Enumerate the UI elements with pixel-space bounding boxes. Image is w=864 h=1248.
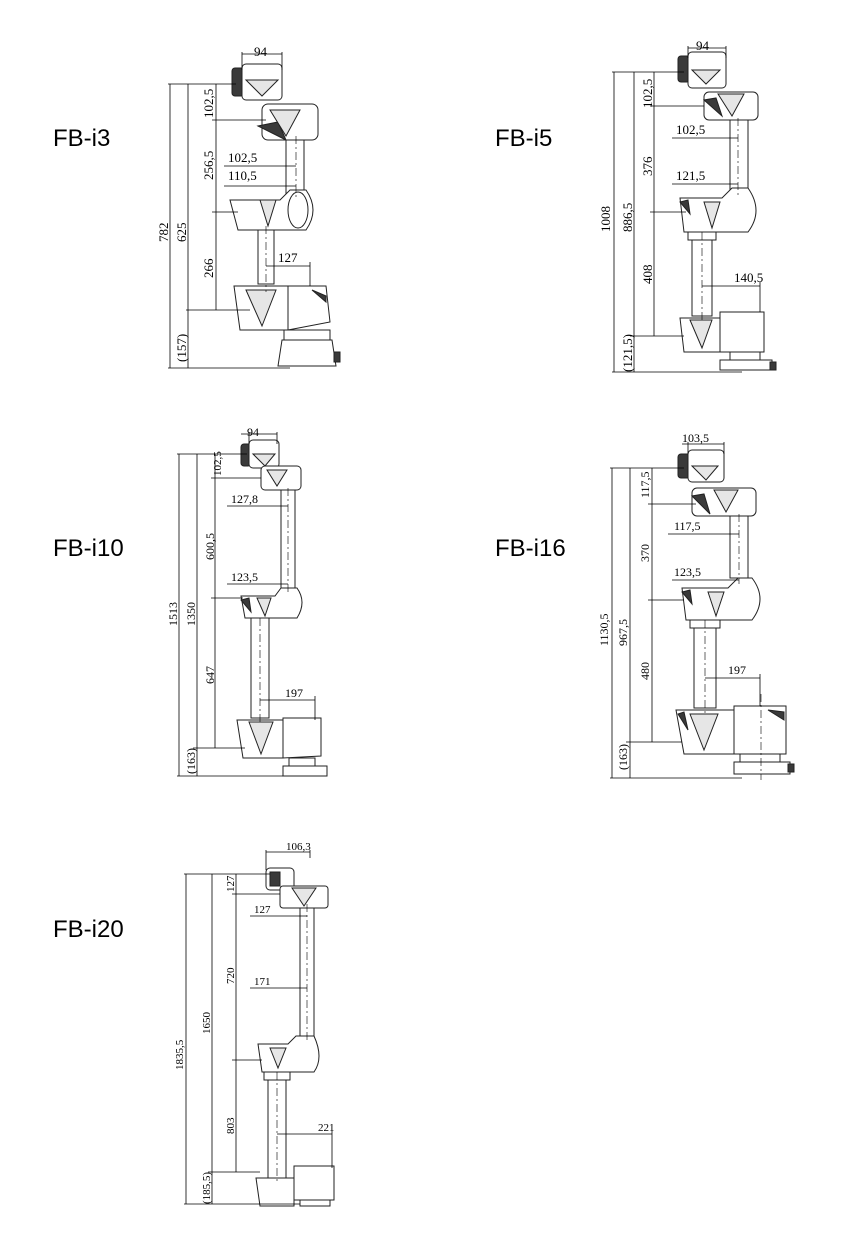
- robot-drawing-fb-i5: 94 102,5 102,5 376 121,5 886,5 1008 408 …: [598, 38, 777, 373]
- dim-base-offset: 221: [318, 1122, 335, 1134]
- dim-upper-arm: 256,5: [201, 151, 216, 180]
- dim-top-width: 94: [247, 425, 259, 439]
- dim-top-height: 117,5: [638, 471, 652, 498]
- dim-overall: 782: [156, 223, 171, 243]
- dim-upper-offset: 117,5: [674, 519, 701, 533]
- dim-upper-offset: 102,5: [676, 122, 705, 137]
- dim-top-width: 94: [696, 38, 710, 53]
- model-label-fb-i10: FB-i10: [53, 535, 124, 562]
- robot-arm-body: [677, 51, 777, 371]
- dim-base-height: (185,5): [201, 1172, 213, 1204]
- robot-drawing-fb-i10: 94 102,5 127,8 600,5 123,5 1513 1350 647…: [166, 425, 328, 777]
- robot-arm-body: [675, 449, 795, 775]
- robot-arm-body: [255, 867, 335, 1207]
- dim-upper-arm: 376: [640, 156, 655, 176]
- dim-lower-arm: 803: [225, 1117, 237, 1134]
- dim-lower-arm: 480: [638, 662, 652, 680]
- dim-inner-total: 967,5: [616, 619, 630, 646]
- dim-mid-offset: 121,5: [676, 168, 705, 183]
- dim-base-height: (157): [174, 334, 189, 362]
- dim-mid-offset: 171: [254, 976, 271, 988]
- dim-top-height: 127: [225, 875, 237, 892]
- dim-inner-total: 1650: [201, 1012, 213, 1035]
- dim-overall: 1008: [598, 206, 613, 232]
- model-label-fb-i20: FB-i20: [53, 916, 124, 943]
- robot-arm-body: [229, 63, 341, 367]
- dim-base-height: (163): [616, 744, 630, 770]
- dim-top-width: 106,3: [286, 841, 311, 853]
- dim-inner-total: 625: [174, 223, 189, 243]
- dim-mid-offset: 123,5: [231, 570, 258, 584]
- dim-overall: 1130,5: [597, 613, 611, 646]
- robot-arm-body: [236, 439, 328, 777]
- dim-base-offset: 140,5: [734, 270, 763, 285]
- dim-top-height: 102,5: [212, 451, 224, 476]
- dim-upper-arm: 600,5: [203, 533, 217, 560]
- dim-lower-arm: 266: [201, 258, 216, 278]
- dim-upper-arm: 720: [225, 967, 237, 984]
- dim-top-width: 103,5: [682, 431, 709, 445]
- dim-top-height: 102,5: [201, 89, 216, 118]
- dim-base-offset: 197: [728, 663, 746, 677]
- robot-drawing-fb-i20: 106,3 127 127 720 171 1835,5 1650 803 22…: [174, 841, 335, 1207]
- model-label-fb-i16: FB-i16: [495, 535, 566, 562]
- dim-overall: 1835,5: [174, 1039, 186, 1070]
- dimension-lines: [184, 850, 333, 1205]
- dim-base-height: (121,5): [620, 334, 635, 372]
- dimension-lines: [168, 52, 311, 369]
- dimension-lines: [610, 442, 761, 779]
- model-label-fb-i5: FB-i5: [495, 125, 553, 152]
- dim-mid-offset: 123,5: [674, 565, 701, 579]
- dim-inner-total: 886,5: [620, 203, 635, 232]
- dim-upper-offset: 102,5: [228, 150, 257, 165]
- dim-upper-arm: 370: [638, 544, 652, 562]
- dimension-lines: [177, 432, 316, 777]
- dim-mid-offset: 110,5: [228, 168, 257, 183]
- dim-lower-arm: 408: [640, 265, 655, 285]
- dim-top-height: 102,5: [640, 79, 655, 108]
- dim-inner-total: 1350: [184, 602, 198, 626]
- dim-base-offset: 197: [285, 686, 303, 700]
- dim-lower-arm: 647: [203, 666, 217, 684]
- model-label-fb-i3: FB-i3: [53, 125, 111, 152]
- dim-upper-offset: 127: [254, 904, 271, 916]
- dim-base-offset: 127: [278, 250, 298, 265]
- dim-base-height: (163): [184, 748, 198, 774]
- dim-overall: 1513: [166, 602, 180, 626]
- robot-drawing-fb-i16: 103,5 117,5 117,5 370 123,5 1130,5 967,5…: [597, 431, 795, 780]
- dimension-lines: [612, 46, 761, 373]
- dim-upper-offset: 127,8: [231, 492, 258, 506]
- robot-drawing-fb-i3: 94 102,5 102,5 110,5 256,5 266 127 625 7…: [156, 44, 341, 369]
- dim-top-width: 94: [254, 44, 268, 59]
